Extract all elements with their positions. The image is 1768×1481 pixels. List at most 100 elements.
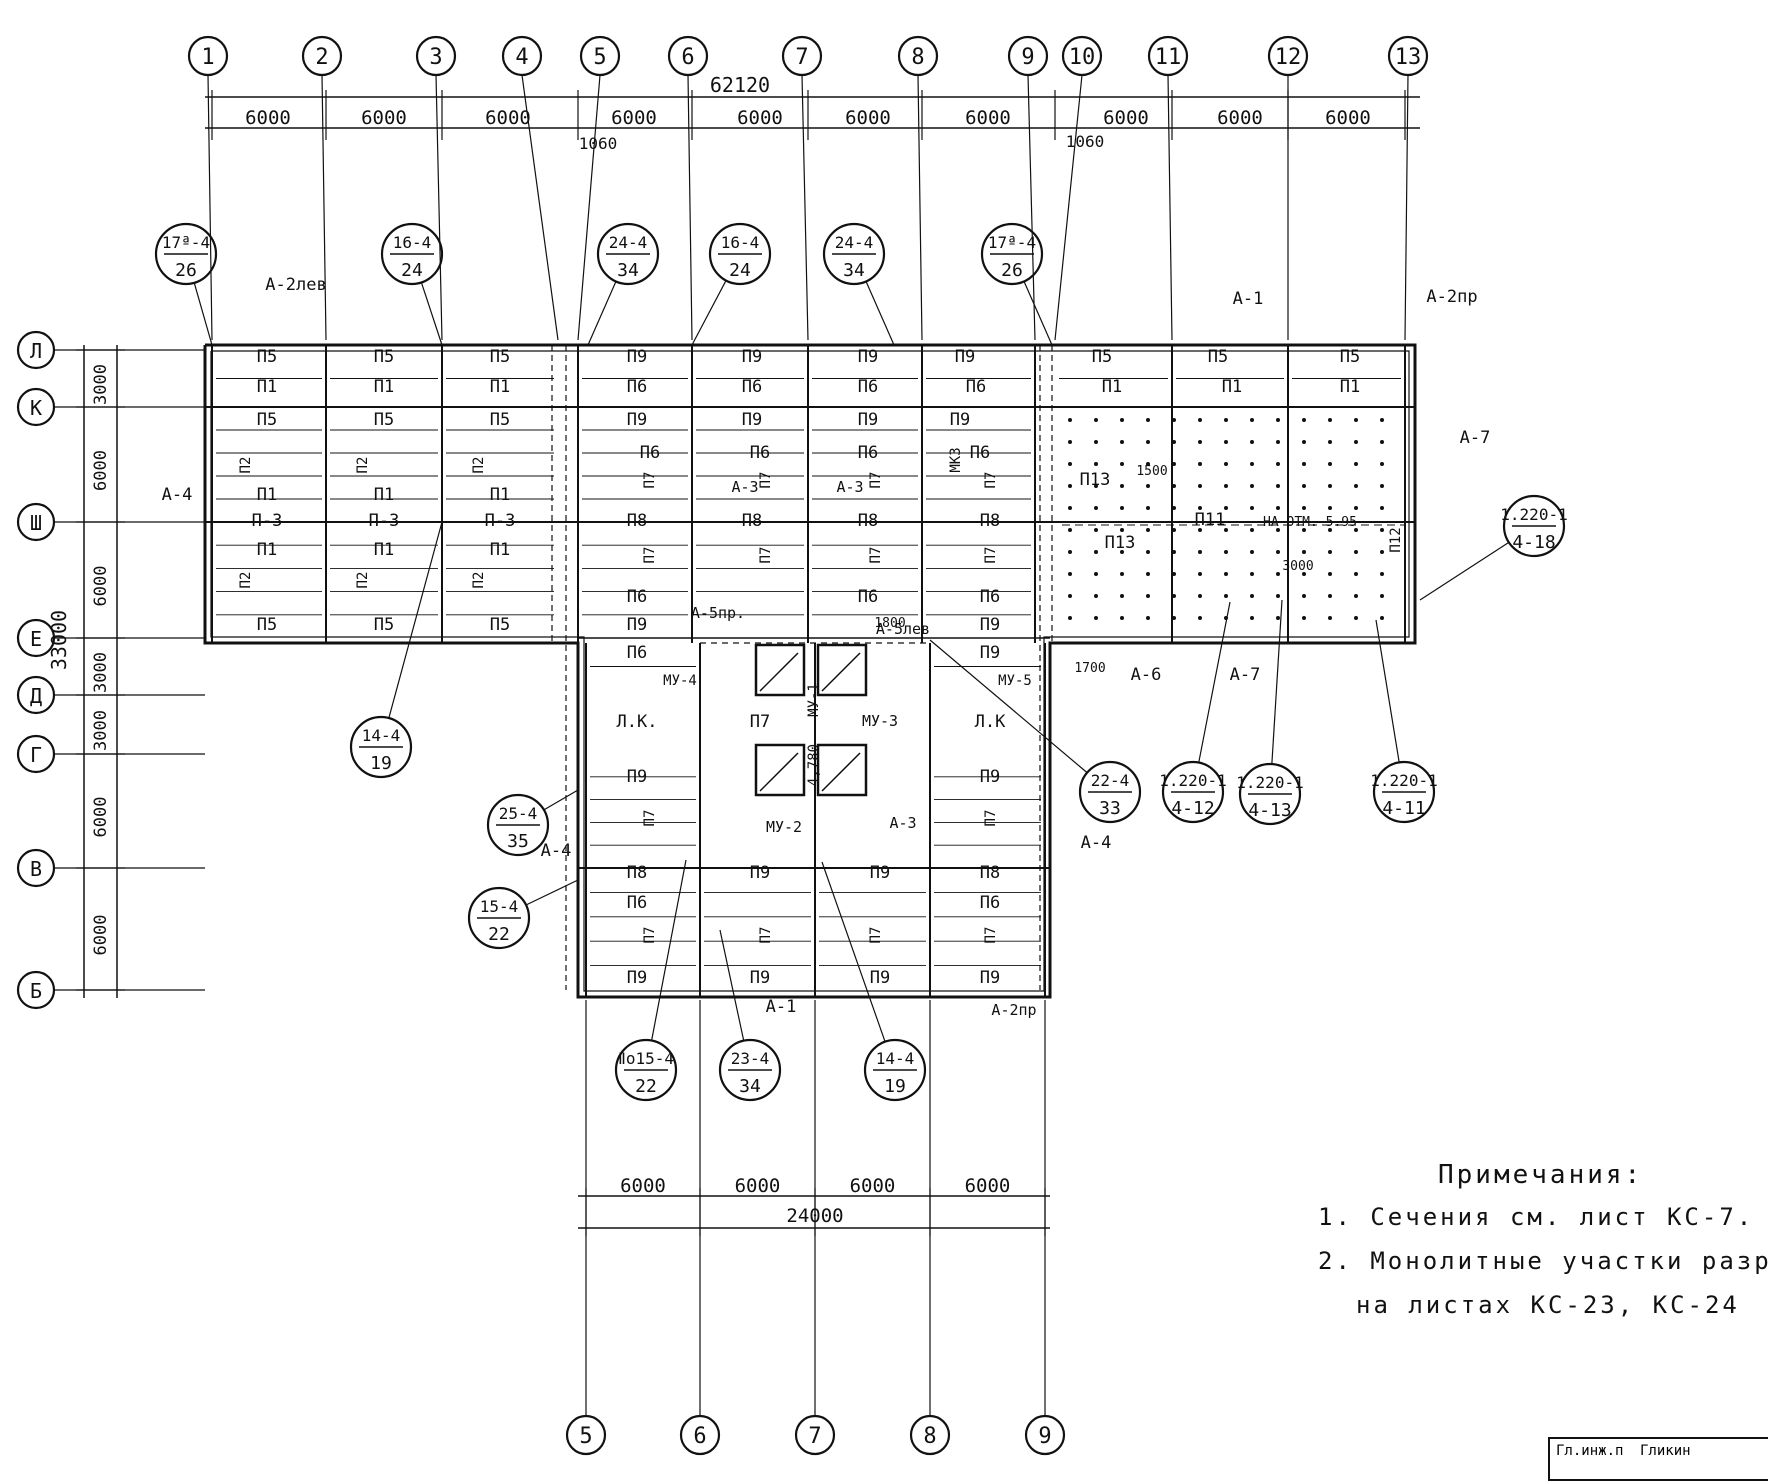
reference-bottom: 33 xyxy=(1099,798,1121,819)
monolith-dot xyxy=(1380,418,1384,422)
slab-label: П5 xyxy=(257,347,277,367)
monolith-dot xyxy=(1172,440,1176,444)
reference-leader xyxy=(543,789,579,811)
monolith-dot xyxy=(1302,506,1306,510)
annotation: А-6 xyxy=(1131,665,1162,685)
reference-leader xyxy=(821,861,886,1042)
annotation: 1500 xyxy=(1136,464,1167,479)
monolith-dot xyxy=(1146,550,1150,554)
monolith-dot xyxy=(1380,462,1384,466)
monolith-dot xyxy=(1146,616,1150,620)
monolith-dot xyxy=(1276,440,1280,444)
slab-label: П6 xyxy=(980,893,1000,913)
monolith-dot xyxy=(1354,572,1358,576)
reference-callout xyxy=(1161,760,1225,824)
reference-top: 1.220-1 xyxy=(1159,771,1226,790)
monolith-dot xyxy=(1172,550,1176,554)
annotation: А-5пр. xyxy=(691,604,745,622)
slab-label: П6 xyxy=(627,893,647,913)
monolith-dot xyxy=(1146,572,1150,576)
axis-leader xyxy=(687,74,693,341)
slab-label: П5 xyxy=(374,615,394,635)
axis-label-row-Е: Е xyxy=(30,627,42,651)
monolith-dot xyxy=(1094,594,1098,598)
monolith-dot xyxy=(1172,484,1176,488)
reference-bottom: 24 xyxy=(401,260,423,281)
dim-top-value: 6000 xyxy=(965,107,1011,129)
monolith-dot xyxy=(1068,462,1072,466)
annotation: А-3 xyxy=(731,478,758,496)
slab-label-vertical: П7 xyxy=(758,547,774,564)
monolith-dot xyxy=(1172,572,1176,576)
shaft-opening xyxy=(816,643,868,697)
monolith-dot xyxy=(1328,550,1332,554)
monolith-dot xyxy=(1146,594,1150,598)
reference-leader xyxy=(193,282,213,346)
monolith-dot xyxy=(1198,594,1202,598)
monolith-dot xyxy=(1198,418,1202,422)
dim-bottom-value: 6000 xyxy=(735,1175,781,1197)
monolith-dot xyxy=(1276,462,1280,466)
monolith-dot xyxy=(1276,550,1280,554)
annotation: А-3 xyxy=(836,478,863,496)
dim-overall-left: 33000 xyxy=(47,610,71,670)
axis-leader xyxy=(801,74,809,341)
slab-label-vertical: П2 xyxy=(471,457,487,474)
reference-callout xyxy=(614,1038,678,1102)
axis-leader xyxy=(207,74,213,341)
monolith-dot xyxy=(1120,462,1124,466)
reference-top: 16-4 xyxy=(393,233,432,252)
monolith-dot xyxy=(1172,506,1176,510)
monolith-dot xyxy=(1302,418,1306,422)
slab-label: П5 xyxy=(490,615,510,635)
monolith-dot xyxy=(1068,506,1072,510)
axis-label-bottom-6: 6 xyxy=(693,1424,706,1449)
monolith-dot xyxy=(1198,506,1202,510)
slab-label: П6 xyxy=(742,377,762,397)
slab-label-vertical: П2 xyxy=(238,457,254,474)
slab-label: П6 xyxy=(970,443,990,463)
slab-label-vertical: П2 xyxy=(355,457,371,474)
reference-top: 1.220-1 xyxy=(1500,505,1567,524)
axis-leader xyxy=(1167,74,1173,341)
reference-bottom: 4-11 xyxy=(1382,798,1425,819)
annotation: МУ-2 xyxy=(766,818,802,836)
monolith-dot xyxy=(1328,440,1332,444)
axis-leader xyxy=(521,74,559,341)
slab-label: П5 xyxy=(257,410,277,430)
slab-label: П6 xyxy=(966,377,986,397)
reference-bottom: 4-13 xyxy=(1248,800,1291,821)
monolith-dot xyxy=(1328,616,1332,620)
reference-callout xyxy=(718,1038,782,1102)
annotation: А-4 xyxy=(1081,833,1112,853)
reference-bottom: 35 xyxy=(507,831,529,852)
annotation: А-2пр xyxy=(991,1001,1036,1019)
axis-label-11: 11 xyxy=(1155,45,1182,70)
axis-label-row-Б: Б xyxy=(30,979,42,1003)
annotation: МУ-4 xyxy=(663,673,697,689)
monolith-dot xyxy=(1302,550,1306,554)
monolith-dot xyxy=(1380,550,1384,554)
monolith-dot xyxy=(1302,440,1306,444)
monolith-dot xyxy=(1068,550,1072,554)
dim-left-value: 6000 xyxy=(91,915,111,956)
slab-label-vertical: П7 xyxy=(642,927,658,944)
slab-label: П5 xyxy=(257,615,277,635)
dim-bottom-value: 6000 xyxy=(850,1175,896,1197)
slab-label: П8 xyxy=(742,511,762,531)
reference-callout xyxy=(1078,760,1142,824)
reference-bottom: 22 xyxy=(488,924,510,945)
monolith-dot xyxy=(1276,528,1280,532)
shaft-opening xyxy=(816,743,868,797)
dim-overall-bottom: 24000 xyxy=(786,1205,843,1227)
shaft-opening xyxy=(754,643,806,697)
monolith-dot xyxy=(1354,440,1358,444)
slab-label: Л.К xyxy=(975,712,1006,732)
reference-bottom: 34 xyxy=(843,260,865,281)
annotation: А-5лев xyxy=(876,620,930,638)
notes-title: Примечания: xyxy=(1438,1160,1644,1190)
monolith-dot xyxy=(1354,550,1358,554)
axis-label-8: 8 xyxy=(911,45,924,70)
slab-label-vertical: П7 xyxy=(983,810,999,827)
